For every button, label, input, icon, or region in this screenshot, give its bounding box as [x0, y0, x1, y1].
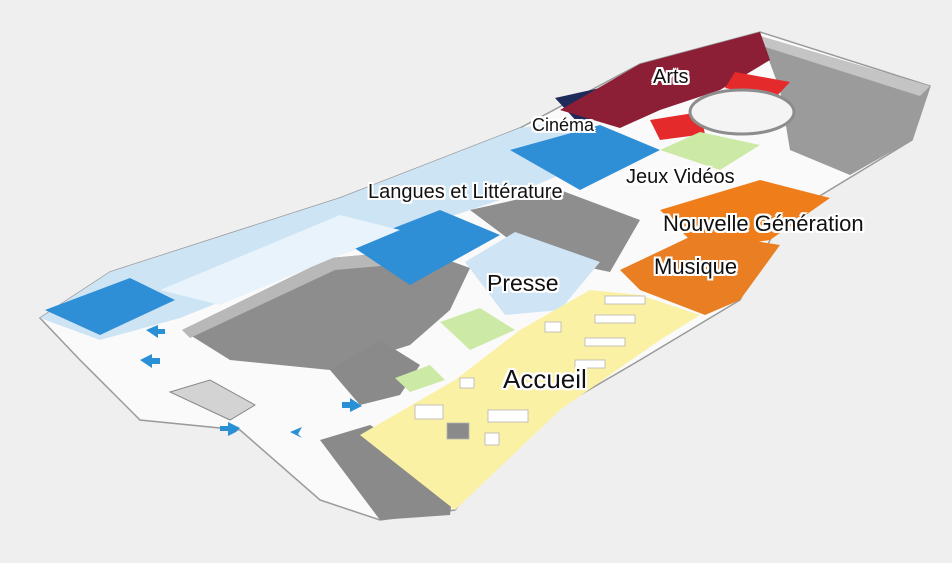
zone-arts-accent-1 — [725, 72, 790, 98]
stair-block — [168, 379, 256, 421]
zone-arts-area — [560, 32, 770, 128]
right-wing-block — [760, 36, 930, 175]
front-wall-block — [320, 425, 455, 520]
zone-label-jeux-videos[interactable]: Jeux Vidéos — [626, 166, 735, 188]
zone-label-musique[interactable]: Musique — [654, 254, 738, 279]
zone-label-accueil[interactable]: Accueil — [503, 364, 587, 394]
round-room — [688, 88, 796, 136]
direction-arrow-icon — [140, 354, 160, 368]
direction-arrow-icon — [290, 427, 302, 438]
zone-label-cinema[interactable]: Cinéma — [532, 115, 595, 135]
left-wall-block — [330, 340, 420, 405]
central-block-mid — [470, 190, 640, 272]
zone-label-presse[interactable]: Presse — [487, 270, 559, 296]
zone-label-arts[interactable]: Arts — [653, 66, 689, 88]
direction-arrow-icon — [342, 398, 362, 412]
direction-arrow-icon — [146, 325, 165, 338]
direction-arrows — [140, 325, 362, 438]
zone-label-langues-litterature[interactable]: Langues et Littérature — [368, 181, 563, 203]
zone-jeux-videos-area — [660, 132, 760, 170]
zone-langues-shelves-top — [510, 125, 660, 190]
zone-langues-shelves-right — [350, 210, 500, 285]
zone-label-nouvelle-generation[interactable]: Nouvelle Génération — [663, 211, 864, 236]
accueil-furniture — [414, 295, 646, 446]
green-patch-1 — [440, 308, 515, 350]
zone-langues-light-strip — [160, 215, 400, 305]
zone-langues-shelves-left — [45, 278, 175, 335]
zone-musique-area — [620, 232, 780, 315]
direction-arrow-icon — [220, 422, 240, 436]
central-block-large — [182, 250, 470, 370]
green-patch-2 — [395, 365, 445, 392]
zone-presse-area — [465, 232, 600, 315]
right-wing-top — [760, 36, 930, 96]
